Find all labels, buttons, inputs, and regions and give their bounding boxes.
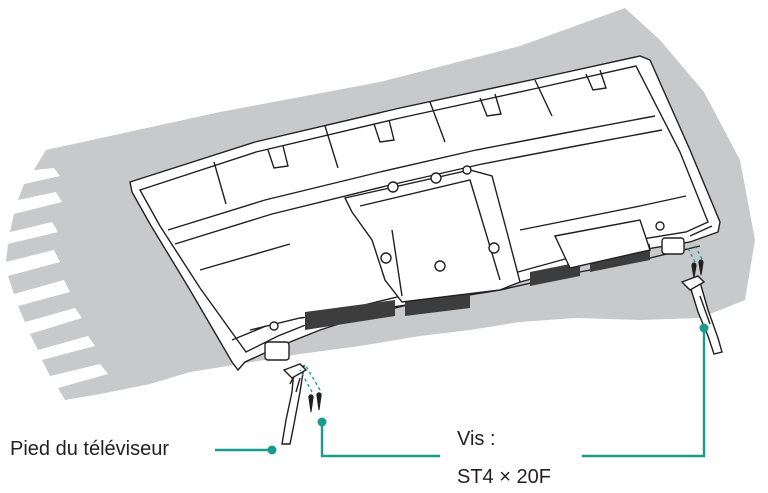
tv-back-panel: [129, 55, 721, 372]
alignment-guides: [299, 243, 703, 393]
stand-label: Pied du téléviseur: [10, 438, 169, 460]
callout-screw-left: [320, 422, 440, 458]
screw-title-label: Vis :: [457, 428, 496, 450]
tv-stand-right: [680, 275, 723, 355]
callout-dots: [267, 323, 709, 455]
callout-dot-stand: [267, 445, 277, 455]
callout-dot-left: [317, 417, 327, 427]
callout-screw-right: [582, 330, 706, 458]
screw-spec-label: ST4 × 20F: [457, 466, 551, 488]
callout-dot-right: [699, 323, 709, 333]
callout-lines: [215, 330, 706, 458]
tv-stand-left: [281, 363, 308, 445]
screws: [308, 259, 704, 413]
